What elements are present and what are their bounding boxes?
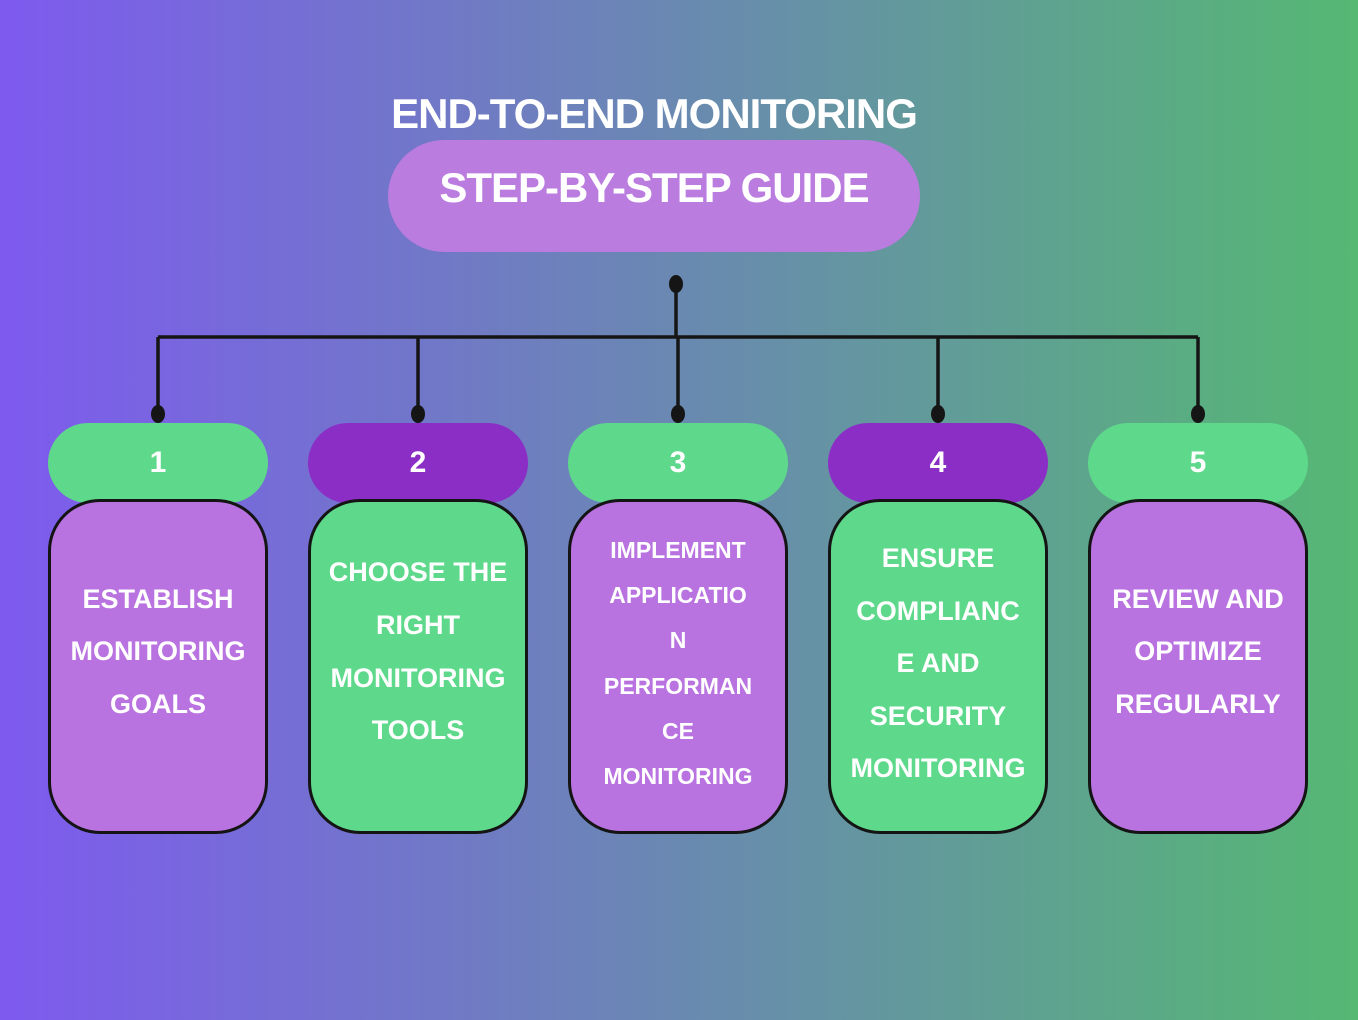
step-card-body: IMPLEMENT APPLICATIO N PERFORMAN CE MONI… [568, 499, 788, 834]
connector-root-dot [669, 275, 683, 293]
page-title: END-TO-END MONITORING [391, 90, 918, 137]
step-number: 4 [929, 446, 947, 479]
step-card-5: 5 REVIEW AND OPTIMIZE REGULARLY [1088, 423, 1308, 834]
connector-end-dot [411, 405, 425, 423]
step-card-2: 2 CHOOSE THE RIGHT MONITORING TOOLS [308, 423, 528, 834]
step-card-3: 3 IMPLEMENT APPLICATIO N PERFORMAN CE MO… [568, 423, 788, 834]
step-card-4: 4 ENSURE COMPLIANC E AND SECURITY MONITO… [828, 423, 1048, 834]
step-card-body: ENSURE COMPLIANC E AND SECURITY MONITORI… [828, 499, 1048, 834]
step-label: ENSURE COMPLIANC E AND SECURITY MONITORI… [850, 542, 1026, 784]
step-number: 2 [409, 446, 427, 479]
step-label: IMPLEMENT APPLICATIO N PERFORMAN CE MONI… [603, 537, 753, 789]
step-card-body: ESTABLISH MONITORING GOALS [48, 499, 268, 834]
connector-end-dot [151, 405, 165, 423]
step-number-badge: 5 [1088, 423, 1308, 503]
step-card-1: 1 ESTABLISH MONITORING GOALS [48, 423, 268, 834]
step-label: CHOOSE THE RIGHT MONITORING TOOLS [328, 557, 508, 746]
connector-end-dot [931, 405, 945, 423]
connector-end-dot [1191, 405, 1205, 423]
step-number-badge: 1 [48, 423, 268, 503]
step-label: ESTABLISH MONITORING GOALS [70, 583, 246, 719]
step-card-body: CHOOSE THE RIGHT MONITORING TOOLS [308, 499, 528, 834]
step-number-badge: 3 [568, 423, 788, 503]
step-number: 1 [149, 446, 167, 479]
page-subtitle: STEP-BY-STEP GUIDE [439, 164, 869, 211]
step-label: REVIEW AND OPTIMIZE REGULARLY [1112, 583, 1284, 719]
connector-end-dot [671, 405, 685, 423]
step-number-badge: 4 [828, 423, 1048, 503]
step-number: 3 [669, 446, 687, 479]
title-bubble: STEP-BY-STEP GUIDE [388, 140, 920, 252]
step-number-badge: 2 [308, 423, 528, 503]
steps-row: 1 ESTABLISH MONITORING GOALS 2 CHOOSE TH… [48, 423, 1308, 834]
step-card-body: REVIEW AND OPTIMIZE REGULARLY [1088, 499, 1308, 834]
step-number: 5 [1189, 446, 1207, 479]
